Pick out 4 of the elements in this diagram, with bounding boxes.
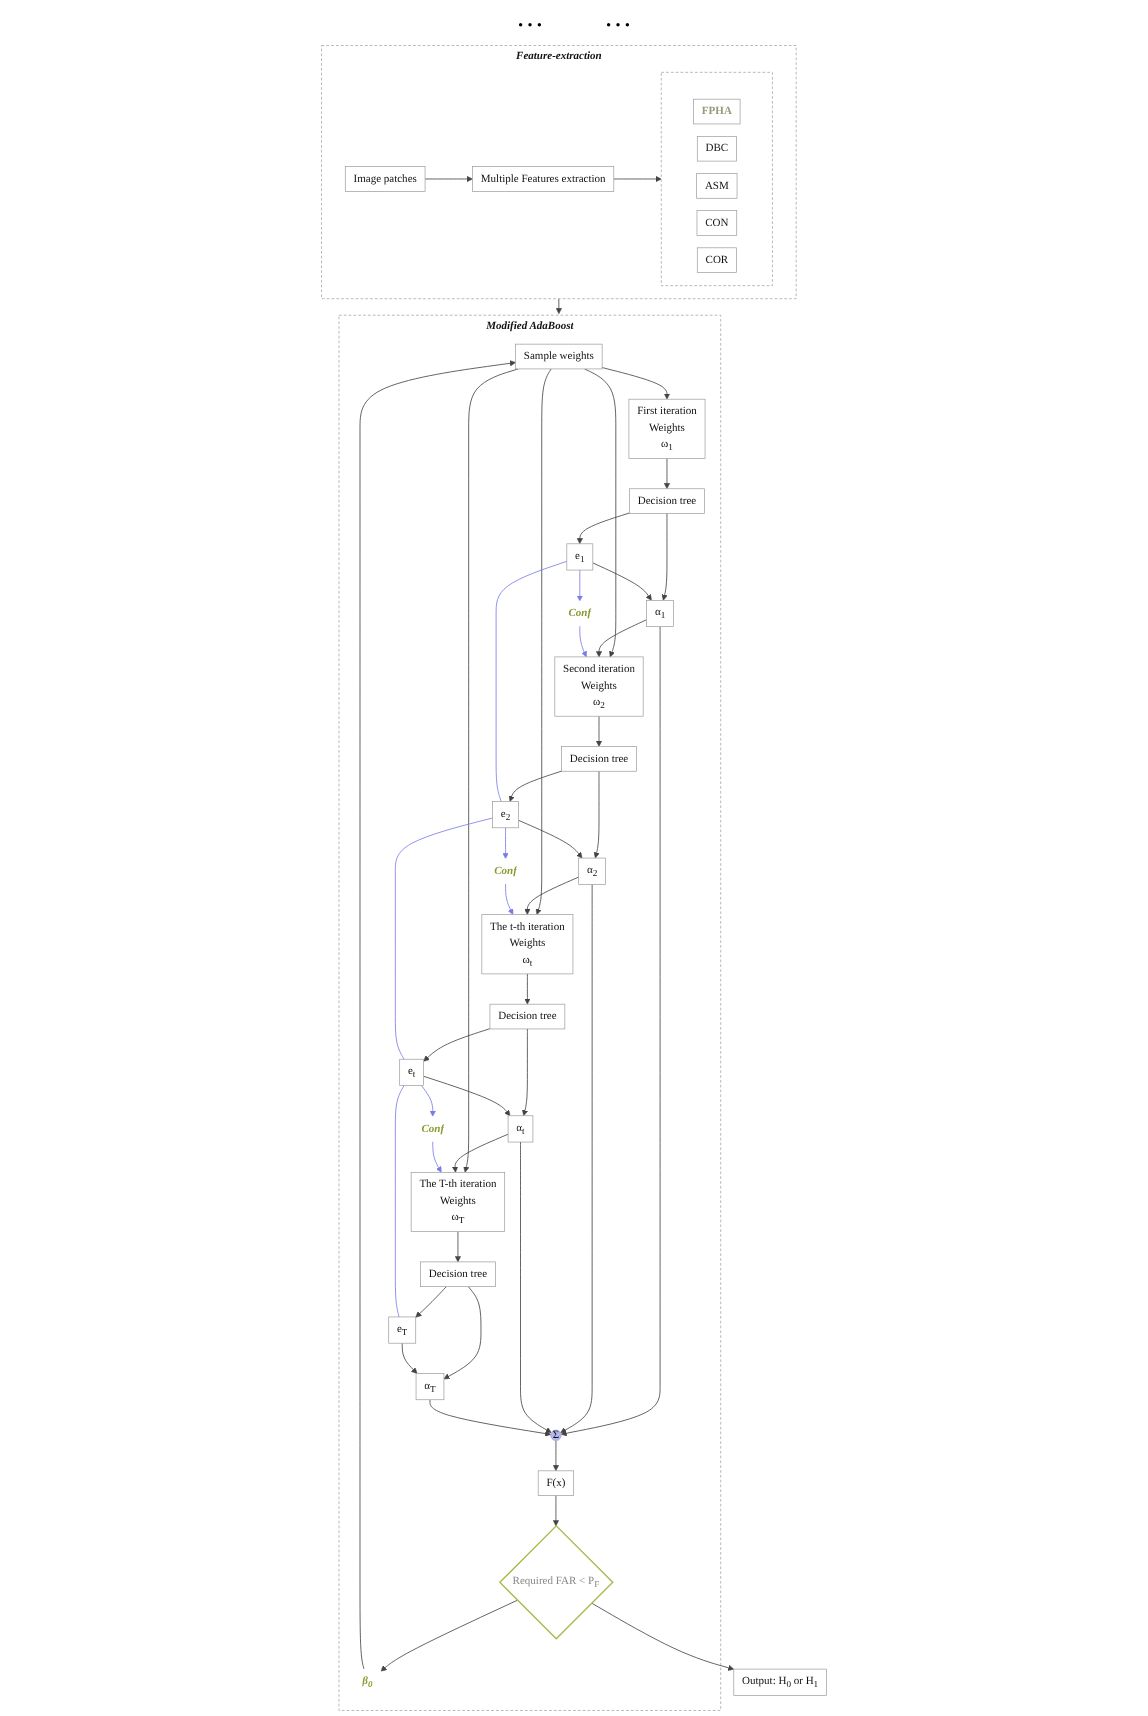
connector xyxy=(394,1085,405,1318)
cluster xyxy=(660,72,773,286)
ellipsis-label: … xyxy=(516,4,544,36)
ellipsis-label: … xyxy=(604,4,632,36)
